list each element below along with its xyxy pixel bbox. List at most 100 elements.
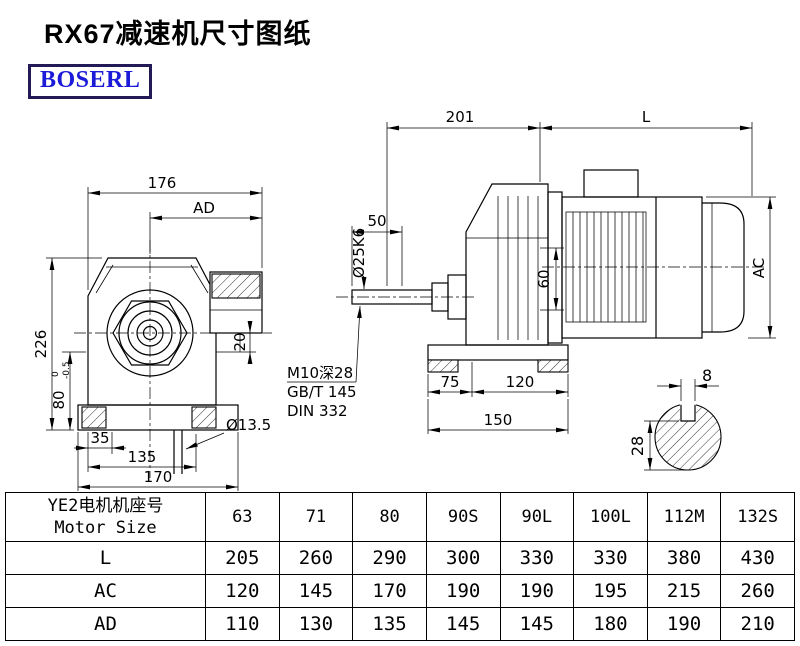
table-row-AD: AD 110 130 135 145 145 180 190 210 <box>5 607 795 641</box>
size-col-header: 132S <box>720 492 795 542</box>
dim-hole-label: Ø13.5 <box>226 416 271 434</box>
brand-logo: BOSERL <box>28 64 153 99</box>
dim-AC-label: AC <box>750 258 768 278</box>
value-cell: 135 <box>352 607 427 641</box>
dim-60: 60 <box>535 247 564 311</box>
dim-135: 135 <box>88 434 197 472</box>
dim-80-tol-lower: -0.5 <box>62 361 72 379</box>
value-cell: 330 <box>573 541 648 575</box>
side-view-drawing: 201 L 50 Ø25K6 60 <box>287 108 776 434</box>
side-view-centerlines <box>336 266 764 298</box>
dim-201-label: 201 <box>446 108 475 126</box>
size-col-header: 80 <box>352 492 427 542</box>
brand-name: BOSERL <box>40 67 141 93</box>
dim-20-label: 20 <box>231 332 249 351</box>
page-title: RX67减速机尺寸图纸 <box>44 19 312 49</box>
mounting-base <box>427 344 569 373</box>
value-cell: 290 <box>352 541 427 575</box>
dim-35-label: 35 <box>90 429 109 447</box>
din-standard-label: DIN 332 <box>287 402 348 420</box>
dim-8-label: 8 <box>702 366 712 385</box>
value-cell: 190 <box>646 607 722 641</box>
dim-201-L: 201 L <box>386 108 753 286</box>
dim-75-120: 75 120 <box>427 362 569 397</box>
foot-hole-callout: Ø13.5 <box>185 416 271 450</box>
dim-170-label: 170 <box>144 468 173 486</box>
shaft-section-geometry <box>654 399 722 471</box>
table-row-AC: AC 120 145 170 190 190 195 215 260 <box>5 574 795 608</box>
dim-150-label: 150 <box>484 411 513 429</box>
value-cell: 120 <box>205 574 280 608</box>
technical-drawing: 176 AD 226 80 0 -0.5 <box>32 108 776 491</box>
shaft-section-drawing: 8 28 <box>628 366 722 471</box>
table-header-row: YE2电机机座号 Motor Size 63 71 80 90S 90L 100… <box>5 492 795 542</box>
front-view-drawing: 176 AD 226 80 0 -0.5 <box>32 174 272 491</box>
shaft-diameter-label: Ø25K6 <box>350 228 368 278</box>
value-cell: 170 <box>352 574 427 608</box>
dim-35: 35 <box>74 429 126 472</box>
dim-226: 226 <box>32 257 102 431</box>
row-label-cell: AD <box>5 607 206 641</box>
size-col-header: 63 <box>205 492 280 542</box>
dim-80-label: 80 <box>50 390 68 409</box>
dim-L-label: L <box>642 108 651 126</box>
motor-size-header-cell: YE2电机机座号 Motor Size <box>5 492 206 542</box>
dim-176-label: 176 <box>148 174 177 192</box>
dim-ad-label: AD <box>193 199 215 217</box>
dim-150: 150 <box>427 399 569 434</box>
dim-20: 20 <box>231 321 253 364</box>
value-cell: 215 <box>646 574 722 608</box>
size-col-header: 90L <box>499 492 575 542</box>
value-cell: 205 <box>205 541 280 575</box>
dim-50: 50 <box>351 212 403 286</box>
value-cell: 380 <box>646 541 722 575</box>
dim-80-tol-upper: 0 <box>51 371 61 377</box>
value-cell: 110 <box>205 607 280 641</box>
value-cell: 145 <box>278 574 354 608</box>
table-row-L: L 205 260 290 300 330 330 380 430 <box>5 541 795 575</box>
size-col-header: 71 <box>278 492 354 542</box>
value-cell: 130 <box>278 607 354 641</box>
value-cell: 190 <box>425 574 501 608</box>
value-cell: 190 <box>499 574 575 608</box>
front-view-outline <box>77 257 263 474</box>
dim-120-label: 120 <box>506 373 535 391</box>
dim-226-label: 226 <box>32 330 50 359</box>
dim-170: 170 <box>77 432 239 491</box>
shaft-diameter-callout: Ø25K6 <box>350 228 368 289</box>
motor <box>561 169 745 339</box>
dim-28: 28 <box>628 420 687 471</box>
header-cn: YE2电机机座号 <box>47 495 164 516</box>
gearbox-housing <box>465 183 563 346</box>
size-col-header: 112M <box>646 492 722 542</box>
value-cell: 195 <box>573 574 648 608</box>
header-en: Motor Size <box>54 518 157 538</box>
value-cell: 300 <box>425 541 501 575</box>
dim-AC: AC <box>706 196 776 339</box>
size-col-header: 90S <box>425 492 501 542</box>
size-col-header: 100L <box>573 492 648 542</box>
value-cell: 430 <box>720 541 795 575</box>
value-cell: 145 <box>425 607 501 641</box>
row-label-cell: AC <box>5 574 206 608</box>
row-label-cell: L <box>5 541 206 575</box>
dim-28-label: 28 <box>628 436 647 456</box>
dim-8: 8 <box>657 366 719 401</box>
dim-135-label: 135 <box>128 448 157 466</box>
dim-80: 80 0 -0.5 <box>50 351 86 430</box>
dim-176: 176 <box>87 174 263 290</box>
value-cell: 210 <box>720 607 795 641</box>
value-cell: 330 <box>499 541 575 575</box>
value-cell: 145 <box>499 607 575 641</box>
value-cell: 260 <box>278 541 354 575</box>
value-cell: 260 <box>720 574 795 608</box>
center-hole-note: M10深28 GB/T 145 DIN 332 <box>287 305 362 420</box>
dim-75-label: 75 <box>440 373 459 391</box>
dim-ad: AD <box>149 199 262 254</box>
motor-dimension-table: YE2电机机座号 Motor Size 63 71 80 90S 90L 100… <box>5 492 795 641</box>
thread-note-label: M10深28 <box>287 364 353 382</box>
dim-50-label: 50 <box>367 212 386 230</box>
gb-standard-label: GB/T 145 <box>287 383 357 401</box>
dim-60-label: 60 <box>535 269 553 288</box>
